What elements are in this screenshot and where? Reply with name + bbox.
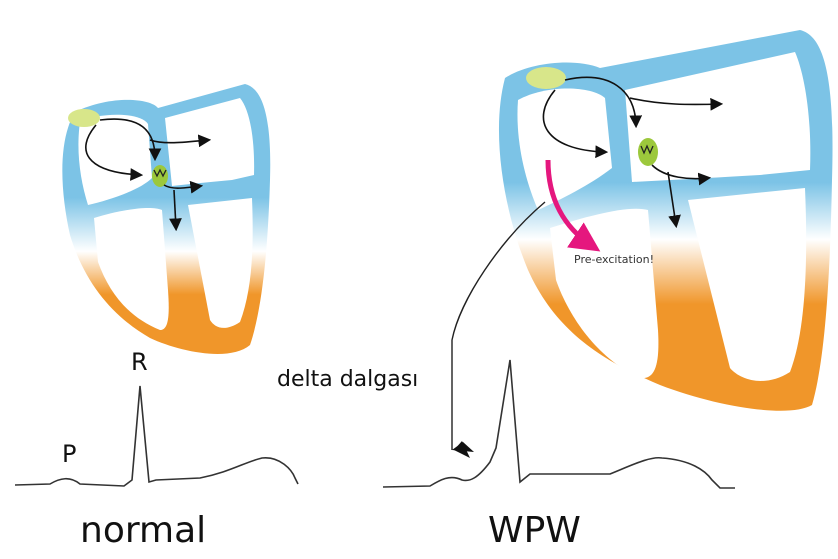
delta-wave-label: delta dalgası bbox=[277, 367, 419, 392]
normal-caption: normal bbox=[80, 510, 207, 551]
wpw-conduction-arrow-3 bbox=[629, 97, 724, 111]
normal-conduction-arrow-2 bbox=[85, 124, 144, 181]
normal-left-ventricle-chamber bbox=[188, 198, 253, 328]
delta-pointer-line bbox=[451, 201, 546, 450]
wpw-conduction-arrow-1 bbox=[564, 76, 643, 129]
normal-av-node bbox=[152, 165, 168, 187]
normal-av-node-zigzag bbox=[153, 168, 167, 178]
wpw-left-atrium-chamber bbox=[625, 52, 811, 182]
normal-conduction-arrow-1 bbox=[99, 118, 162, 162]
wpw-av-node bbox=[638, 138, 658, 166]
normal-right-ventricle-chamber bbox=[94, 207, 169, 330]
normal-ecg-trace bbox=[14, 385, 299, 487]
normal-sa-node bbox=[68, 109, 100, 127]
pre-excitation-arrow bbox=[545, 159, 601, 252]
pre-excitation-label: Pre-excitation! bbox=[574, 253, 654, 266]
wpw-right-ventricle-chamber bbox=[550, 208, 659, 379]
wpw-heart bbox=[498, 30, 833, 411]
wpw-left-ventricle-chamber bbox=[688, 188, 807, 381]
wpw-conduction-arrow-4 bbox=[651, 164, 712, 186]
normal-right-atrium-chamber bbox=[78, 114, 152, 205]
delta-pointer-arrowhead-tip bbox=[454, 441, 470, 458]
normal-heart bbox=[62, 84, 271, 354]
wpw-conduction-arrow-2 bbox=[542, 89, 609, 159]
wpw-ecg-trace bbox=[382, 359, 735, 489]
r-wave-label: R bbox=[131, 348, 148, 376]
p-wave-label: P bbox=[62, 440, 77, 468]
wpw-sa-node bbox=[526, 67, 566, 89]
normal-conduction-arrow-3 bbox=[149, 134, 212, 148]
wpw-conduction-arrow-5 bbox=[667, 171, 681, 229]
wpw-caption: WPW bbox=[488, 510, 581, 551]
wpw-av-node-zigzag bbox=[640, 144, 654, 155]
normal-conduction-arrow-5 bbox=[169, 189, 182, 232]
wpw-right-atrium-chamber bbox=[517, 88, 612, 210]
normal-conduction-arrow-4 bbox=[163, 180, 204, 194]
